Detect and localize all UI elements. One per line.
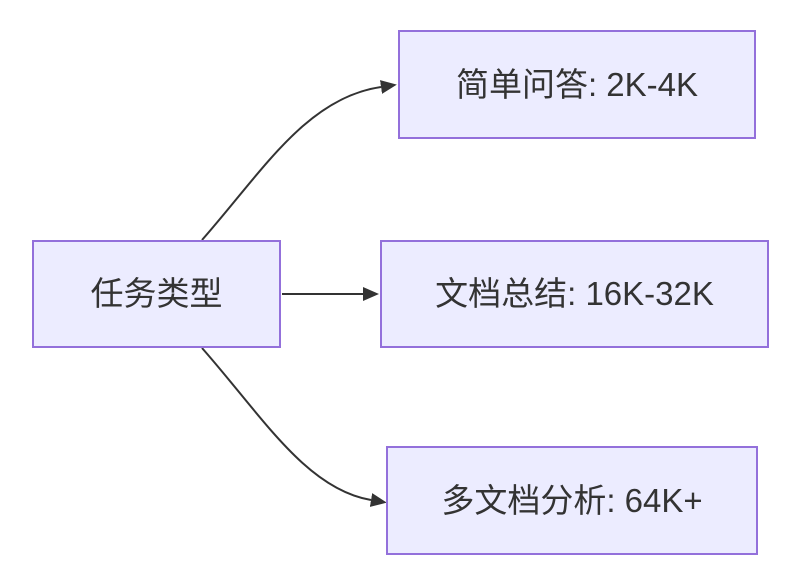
node-doc-summary: 文档总结: 16K-32K xyxy=(380,240,769,348)
node-simple-qa-label: 简单问答: 2K-4K xyxy=(455,65,699,103)
edge-task-to-multi-doc xyxy=(201,347,387,507)
node-doc-summary-label: 文档总结: 16K-32K xyxy=(435,275,714,313)
node-multi-doc-label: 多文档分析: 64K+ xyxy=(441,481,703,519)
node-task-type-label: 任务类型 xyxy=(90,275,223,313)
node-simple-qa: 简单问答: 2K-4K xyxy=(398,30,756,139)
node-multi-doc: 多文档分析: 64K+ xyxy=(386,446,758,555)
edge-task-to-simple-qa xyxy=(201,80,397,241)
node-task-type: 任务类型 xyxy=(32,240,281,348)
